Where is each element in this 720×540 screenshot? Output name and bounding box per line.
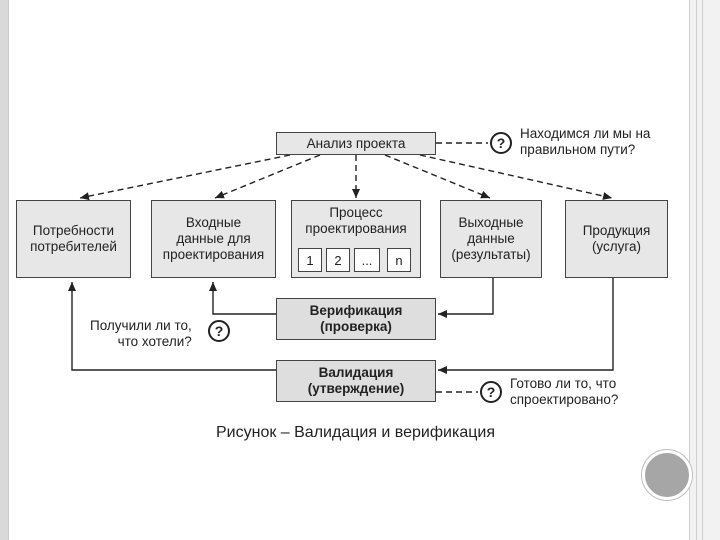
process-step-2: 2 — [326, 248, 350, 272]
figure-caption: Рисунок – Валидация и верификация — [216, 424, 495, 441]
decorative-circle — [642, 450, 692, 500]
dashed-arrows — [79, 142, 613, 393]
slide-frame-right — [689, 0, 720, 540]
validation-box: Валидация (утверждение) — [276, 360, 436, 402]
question-text-top: Находимся ли мы на правильном пути? — [520, 126, 651, 157]
question-icon-left: ? — [208, 320, 230, 342]
slide-frame-left — [0, 0, 9, 540]
question-text-bottom: Готово ли то, что спроектировано? — [510, 376, 619, 407]
question-text-left: Получили ли то, что хотели? — [90, 318, 192, 349]
analysis-box: Анализ проекта — [276, 132, 436, 155]
product-box: Продукция (услуга) — [565, 200, 668, 278]
solid-arrows — [68, 278, 614, 374]
inputs-box: Входные данные для проектирования — [151, 200, 276, 278]
question-icon-top: ? — [490, 132, 512, 154]
needs-box: Потребности потребителей — [16, 200, 131, 278]
verification-box: Верификация (проверка) — [276, 298, 436, 340]
process-step-ellipsis: ... — [354, 248, 380, 272]
question-icon-bottom: ? — [480, 381, 502, 403]
process-step-1: 1 — [298, 248, 322, 272]
outputs-box: Выходные данные (результаты) — [440, 200, 542, 278]
process-step-n: n — [387, 248, 411, 272]
